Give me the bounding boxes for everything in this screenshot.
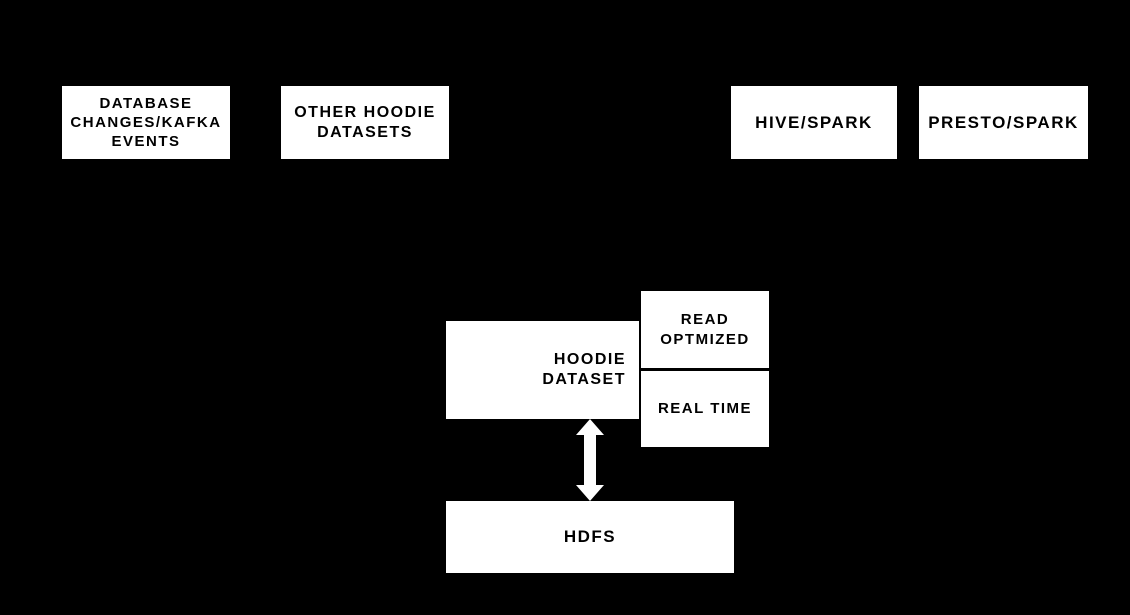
node-hoodie-dataset-label: HOODIE DATASET — [542, 351, 626, 388]
node-hdfs-label: HDFS — [563, 527, 617, 546]
double-arrow-hoodie-to-hdfs-icon — [576, 419, 604, 501]
node-read-optmized-label: READ OPTMIZED — [660, 310, 750, 348]
node-other-hoodie-datasets-label: OTHER HOODIE DATASETS — [294, 103, 436, 141]
node-presto-spark: PRESTO/SPARK — [919, 86, 1088, 159]
node-hive-spark: HIVE/SPARK — [731, 86, 897, 159]
node-database-changes-kafka-events: DATABASE CHANGES/KAFKA EVENTS — [62, 86, 230, 159]
node-real-time: REAL TIME — [641, 371, 769, 447]
node-hoodie-dataset: HOODIE DATASET — [446, 321, 639, 419]
node-other-hoodie-datasets: OTHER HOODIE DATASETS — [281, 86, 449, 159]
node-hdfs: HDFS — [446, 501, 734, 573]
node-read-optmized: READ OPTMIZED — [641, 291, 769, 368]
node-real-time-label: REAL TIME — [657, 400, 753, 417]
node-hive-spark-label: HIVE/SPARK — [755, 112, 873, 132]
node-database-changes-label: DATABASE CHANGES/KAFKA EVENTS — [70, 95, 222, 150]
node-presto-spark-label: PRESTO/SPARK — [928, 112, 1079, 132]
double-arrow-shape — [576, 419, 604, 501]
